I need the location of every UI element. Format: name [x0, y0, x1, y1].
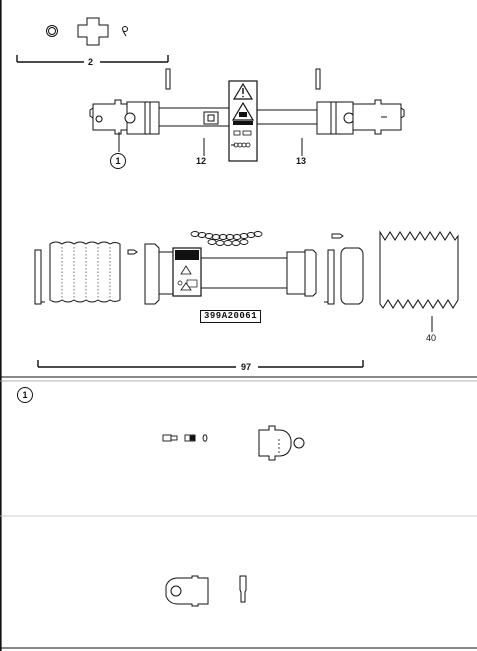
guard-tube-right — [327, 249, 335, 305]
tractor-warning-icon — [231, 101, 255, 121]
lock-pin-part — [239, 575, 247, 603]
safety-chain — [190, 231, 263, 246]
cross-journal-part — [77, 17, 109, 46]
callout-13-label: 13 — [296, 156, 307, 166]
serial-number-label: 399A20061 — [200, 310, 262, 323]
pin-part-left — [165, 68, 171, 90]
bellows-guard-left — [49, 241, 121, 303]
callout-40-label: 40 — [426, 333, 437, 343]
guard-tube-left — [34, 249, 42, 305]
chain-link-icon — [233, 142, 251, 148]
bracket-2 — [16, 55, 169, 63]
upper-driveshaft-assembly — [89, 99, 405, 135]
callout-leaders — [118, 132, 303, 156]
bolt-part — [162, 434, 178, 442]
bracket-2-label: 2 — [88, 57, 94, 67]
bearing-ring-right — [340, 247, 364, 305]
inner-yoke-part — [165, 575, 209, 607]
circlip-part — [46, 25, 58, 37]
latch-part — [127, 249, 138, 255]
grease-nipple-part — [122, 26, 128, 37]
spring-pin-part — [184, 434, 196, 442]
bellows-guard-right — [379, 230, 459, 309]
bracket-97-label: 97 — [241, 362, 252, 372]
detail-section-badge: 1 — [17, 387, 33, 403]
yoke-flange-part — [258, 425, 292, 461]
spacer-part — [202, 434, 208, 442]
pin-part-right — [315, 68, 321, 90]
screw-part — [331, 233, 344, 239]
callout-12-label: 12 — [196, 156, 207, 166]
warning-decal-lower — [172, 247, 202, 297]
bracket-97 — [37, 360, 364, 368]
warning-decal-upper — [228, 80, 258, 162]
callout-1-badge: 1 — [110, 153, 126, 169]
center-guard-assembly — [144, 243, 317, 305]
